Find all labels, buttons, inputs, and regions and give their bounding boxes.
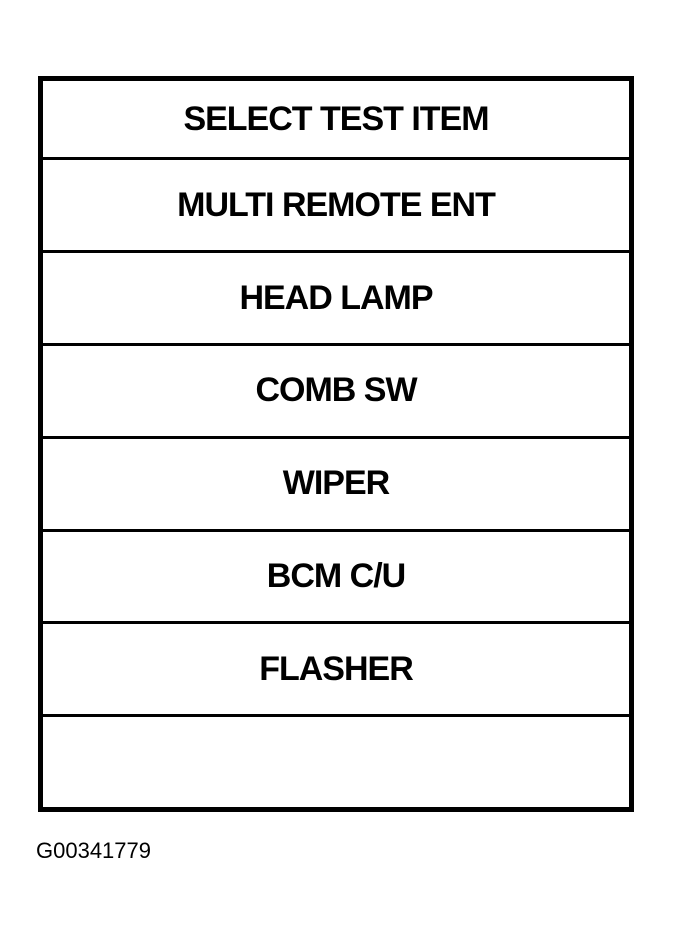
menu-item-flasher[interactable]: FLASHER — [43, 624, 629, 718]
menu-item-head-lamp[interactable]: HEAD LAMP — [43, 253, 629, 346]
menu-item-comb-sw[interactable]: COMB SW — [43, 345, 629, 439]
menu-item-bcm-cu[interactable]: BCM C/U — [43, 531, 629, 625]
menu-title: SELECT TEST ITEM — [43, 81, 629, 161]
menu-item-multi-remote-ent[interactable]: MULTI REMOTE ENT — [43, 160, 629, 254]
test-item-menu: SELECT TEST ITEM MULTI REMOTE ENT HEAD L… — [38, 76, 634, 812]
menu-item-wiper[interactable]: WIPER — [43, 438, 629, 532]
figure-id: G00341779 — [36, 838, 151, 863]
menu-item-empty — [43, 717, 629, 808]
